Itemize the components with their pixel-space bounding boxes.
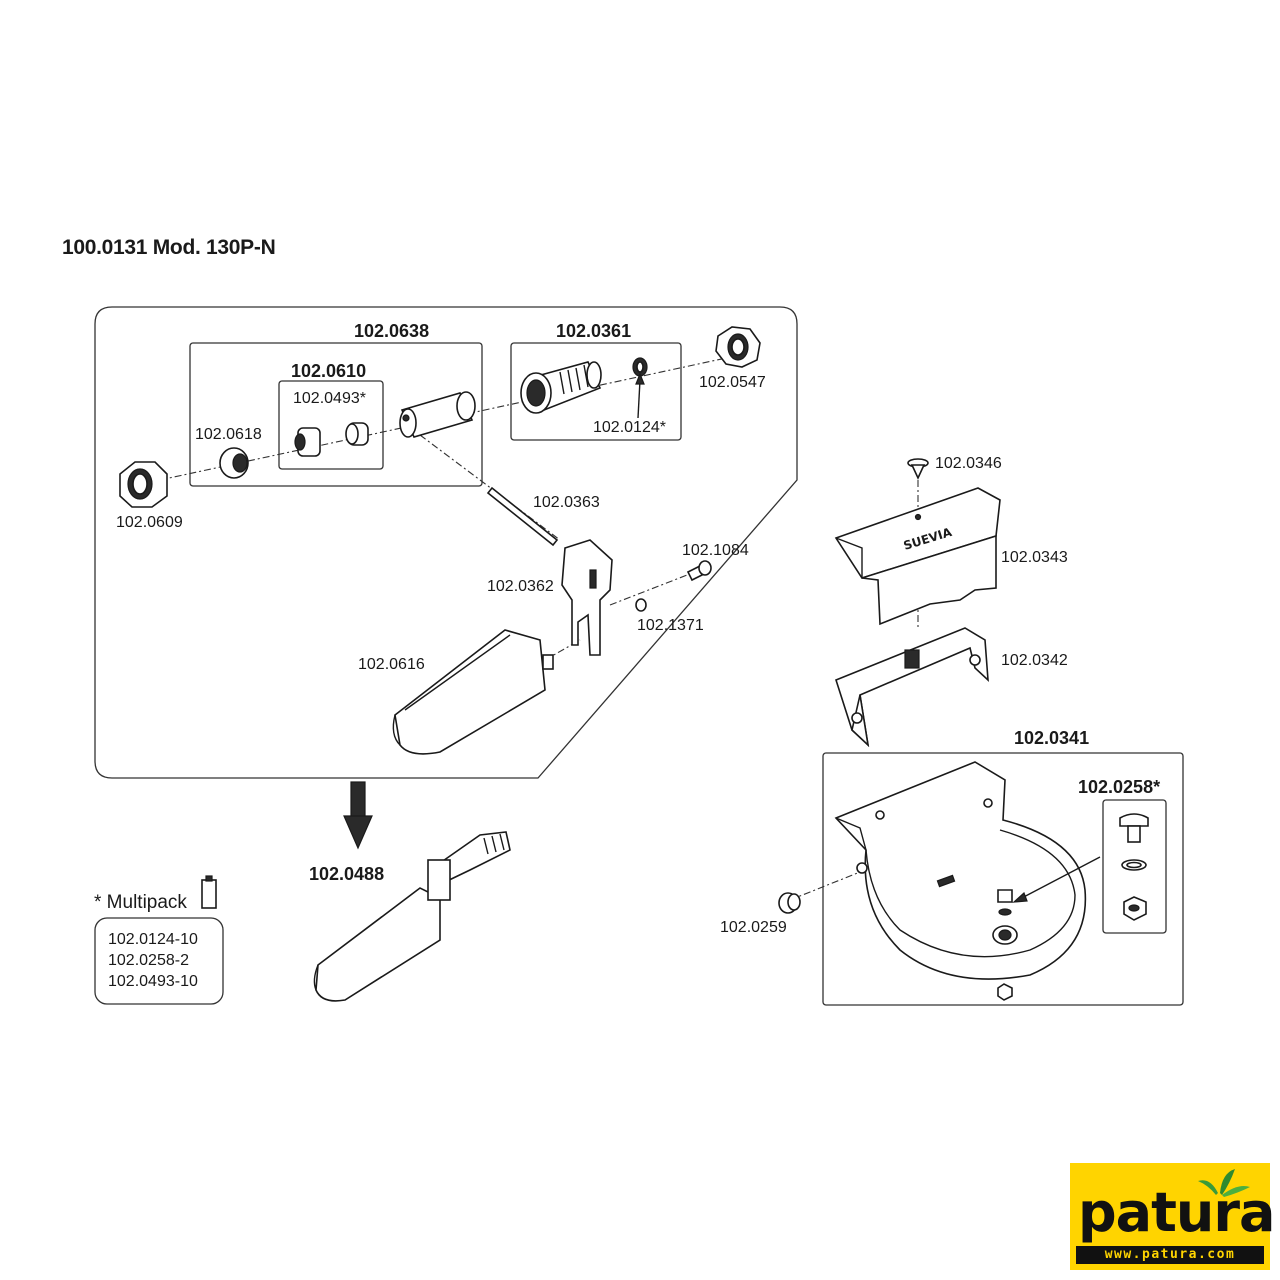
cover-102-0343-icon: SUEVIA: [834, 487, 1001, 626]
label-102-0616: 102.0616: [358, 656, 425, 673]
multipack-title: * Multipack: [94, 892, 187, 913]
connector-102-0361-icon: [520, 361, 602, 414]
logo-word: patura: [1078, 1181, 1275, 1244]
patura-logo: patura www.patura.com: [1070, 1163, 1275, 1270]
frame-102-0361: [510, 342, 682, 441]
logo-url: www.patura.com: [1076, 1246, 1264, 1264]
multipack-item: 102.0258-2: [108, 952, 189, 969]
multipack-box: [94, 917, 224, 1005]
screw-102-1084-icon: [686, 560, 712, 582]
ring-102-0618-icon: [219, 447, 249, 479]
float-102-0616-icon: [392, 629, 554, 755]
label-102-1371: 102.1371: [637, 617, 704, 634]
label-102-0124: 102.0124*: [593, 419, 666, 436]
label-102-0362: 102.0362: [487, 578, 554, 595]
label-102-0259: 102.0259: [720, 919, 787, 936]
seal-102-0493-icon: [345, 422, 369, 446]
assembly-arrow-icon: [343, 781, 373, 850]
multipack-item: 102.0124-10: [108, 931, 198, 948]
label-102-0638: 102.0638: [354, 321, 429, 341]
label-102-0363: 102.0363: [533, 494, 600, 511]
valve-screw-102-0258-icon: [1119, 813, 1149, 921]
label-102-0610: 102.0610: [291, 361, 366, 381]
label-102-0609: 102.0609: [116, 514, 183, 531]
label-102-0488: 102.0488: [309, 864, 384, 884]
pin-102-0363-icon: [486, 486, 559, 547]
label-102-0343: 102.0343: [1001, 549, 1068, 566]
label-102-0547: 102.0547: [699, 374, 766, 391]
label-102-0493: 102.0493*: [293, 390, 366, 407]
washer-102-1371-icon: [635, 598, 647, 612]
nut-102-0547-icon: [715, 326, 761, 368]
label-102-1084: 102.1084: [682, 542, 749, 559]
diagram-title: 100.0131 Mod. 130P-N: [62, 236, 276, 259]
plug-102-0259-icon: [778, 892, 801, 914]
label-102-0346: 102.0346: [935, 455, 1002, 472]
label-102-0258: 102.0258*: [1078, 777, 1160, 797]
frame-102-0638: [189, 342, 483, 487]
valve-group-frame: [94, 306, 798, 779]
valve-body-icon: [399, 391, 476, 438]
lever-102-0362-icon: [561, 539, 613, 656]
nut-102-0609-icon: [119, 461, 168, 508]
label-102-0342: 102.0342: [1001, 652, 1068, 669]
bowl-102-0341-icon: [834, 761, 1087, 1001]
label-102-0361: 102.0361: [556, 321, 631, 341]
insert-102-0610-icon: [294, 427, 321, 457]
label-102-0618: 102.0618: [195, 426, 262, 443]
label-102-0341: 102.0341: [1014, 728, 1089, 748]
assembled-valve-102-0488-icon: [313, 831, 511, 1002]
exploded-parts-diagram: * Multipack 102.0124-10 102.0258-2 102.0…: [94, 306, 1184, 1006]
multipack-item: 102.0493-10: [108, 973, 198, 990]
package-icon: [201, 875, 217, 909]
frame-102-0341: [822, 752, 1184, 1006]
frame-102-0258: [1102, 799, 1167, 934]
screw-102-0346-icon: [907, 458, 929, 480]
frame-102-0610: [278, 380, 384, 470]
bracket-102-0342-icon: [835, 627, 989, 748]
leaf-icon: [1198, 1169, 1250, 1197]
